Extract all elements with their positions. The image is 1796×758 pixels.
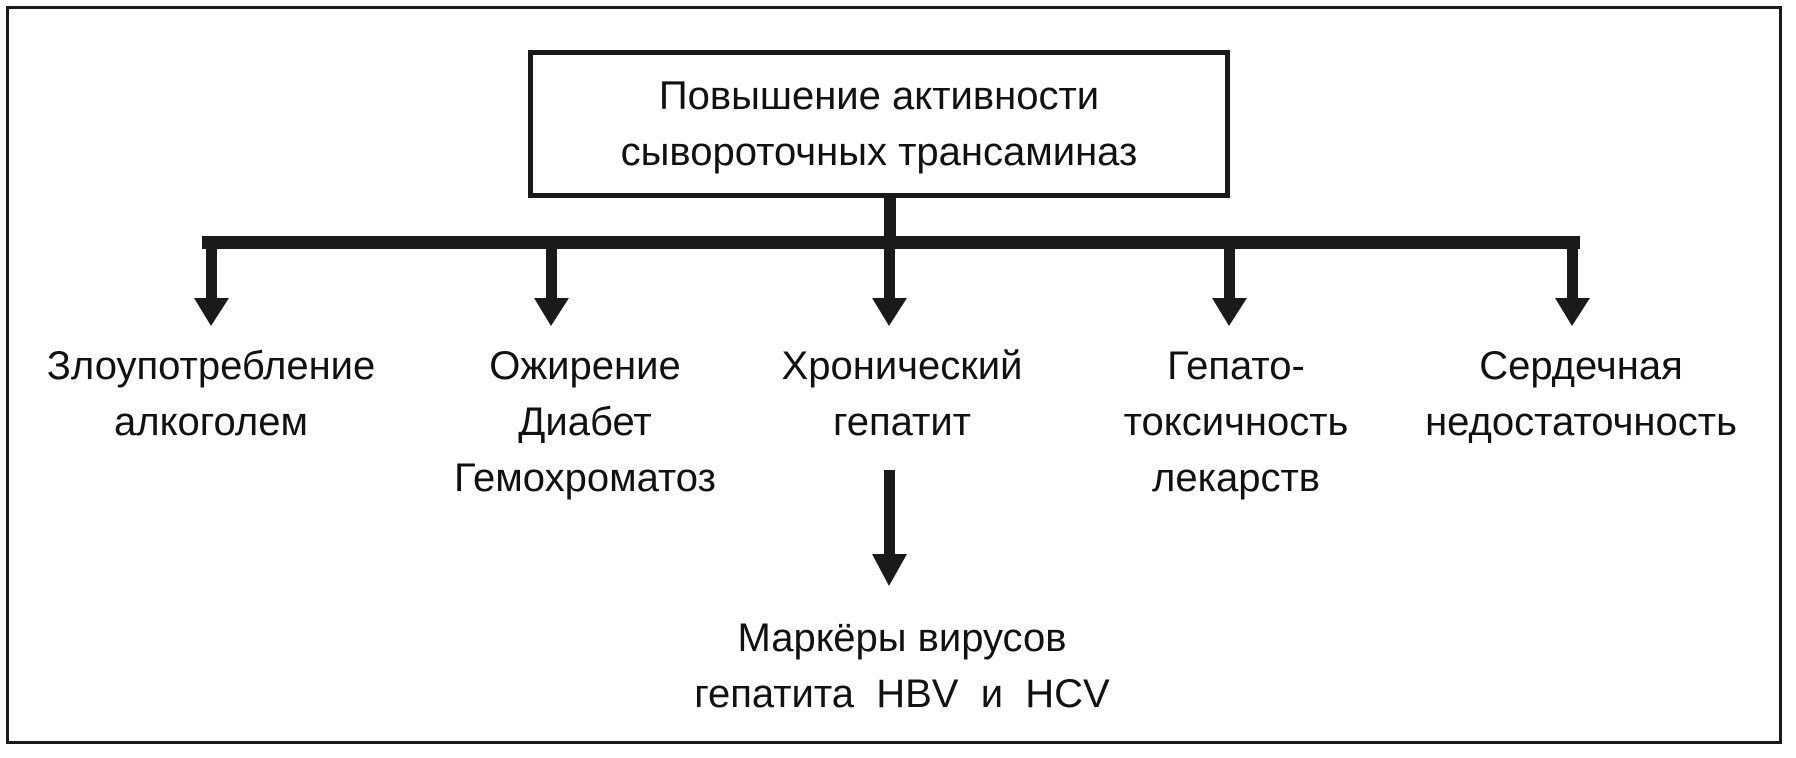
cause-drugs-line-2: токсичность [1123,400,1349,444]
cause-drugs-line-1: Гепато- [1167,344,1305,388]
cause-node-obesity: Ожирение Диабет Гемохроматоз [454,338,716,506]
cause-obesity-line-2: Диабет [518,400,652,444]
cause-node-drugs: Гепато- токсичность лекарств [1124,338,1349,506]
markers-line-2: гепатита HBV и HCV [694,672,1110,716]
cause-node-hepatitis: Хронический гепатит [782,338,1023,450]
markers-line-1: Маркёры вирусов [737,616,1067,660]
cause-heart-line-2: недостаточность [1425,400,1737,444]
sub-node-markers: Маркёры вирусов гепатита HBV и HCV [694,610,1110,722]
diagram-frame [6,6,1782,744]
cause-alcohol-line-1: Злоупотребление [46,344,376,388]
cause-node-alcohol: Злоупотребление алкоголем [47,338,376,450]
cause-hepatitis-line-1: Хронический [781,344,1023,388]
root-node-line-1: Повышение активности [658,74,1100,118]
root-node-line-2: сывороточных трансаминаз [620,130,1138,174]
trunk-line [884,198,896,244]
arrow-to-obesity [534,242,569,326]
arrow-to-drugs [1212,242,1247,326]
cause-obesity-line-1: Ожирение [489,344,681,388]
root-node-box: Повышение активности сывороточных транса… [528,50,1230,198]
cause-alcohol-line-2: алкоголем [114,400,308,444]
cause-hepatitis-line-2: гепатит [833,400,971,444]
cause-heart-line-1: Сердечная [1479,344,1683,388]
cause-node-heart: Сердечная недостаточность [1425,338,1737,450]
arrow-to-markers [872,470,907,586]
arrow-to-hepatitis [872,242,907,326]
cause-drugs-line-3: лекарств [1151,456,1321,500]
arrow-to-heart [1555,242,1590,326]
cause-obesity-line-3: Гемохроматоз [454,456,716,500]
arrow-to-alcohol [194,242,229,326]
